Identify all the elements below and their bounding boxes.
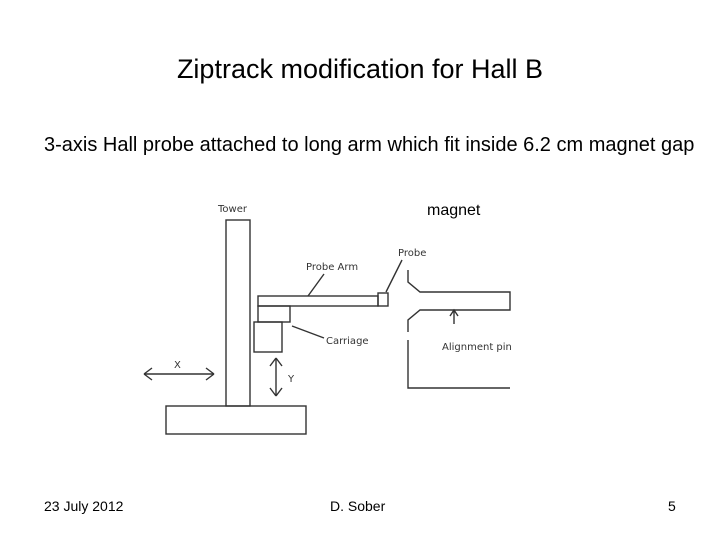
bullet-text: 3-axis Hall probe attached to long arm w… (44, 134, 695, 156)
magnet-lower-pole (407, 340, 510, 389)
alignment-pin-label: Alignment pin (442, 342, 512, 353)
footer-author: D. Sober (330, 498, 386, 514)
y-axis-label: Y (287, 374, 295, 385)
magnet-upper-pole (407, 270, 511, 332)
slide-title: Ziptrack modification for Hall B (176, 54, 544, 84)
probe-arm-label: Probe Arm (306, 262, 358, 273)
probe-arm-pointer (307, 273, 325, 297)
tower-base (165, 405, 307, 435)
footer-date: 23 July 2012 (44, 498, 124, 514)
probe-tip (377, 292, 389, 307)
x-axis-label: X (174, 360, 181, 371)
probe-pointer (385, 259, 403, 293)
tower-column (225, 219, 251, 407)
y-arrow (269, 357, 283, 397)
probe-arm (257, 295, 379, 307)
footer-page-number: 5 (668, 498, 676, 514)
x-arrow (143, 367, 215, 381)
carriage-upper (257, 305, 291, 323)
alignment-pin (449, 308, 459, 324)
magnet-label: magnet (427, 202, 481, 219)
carriage-lower (253, 321, 283, 353)
carriage-pointer (291, 325, 325, 339)
probe-label: Probe (398, 248, 426, 259)
ziptrack-sketch: Tower Probe Arm Probe Carriage X Y Align… (143, 204, 512, 435)
tower-label: Tower (217, 204, 248, 215)
carriage-label: Carriage (326, 336, 369, 347)
